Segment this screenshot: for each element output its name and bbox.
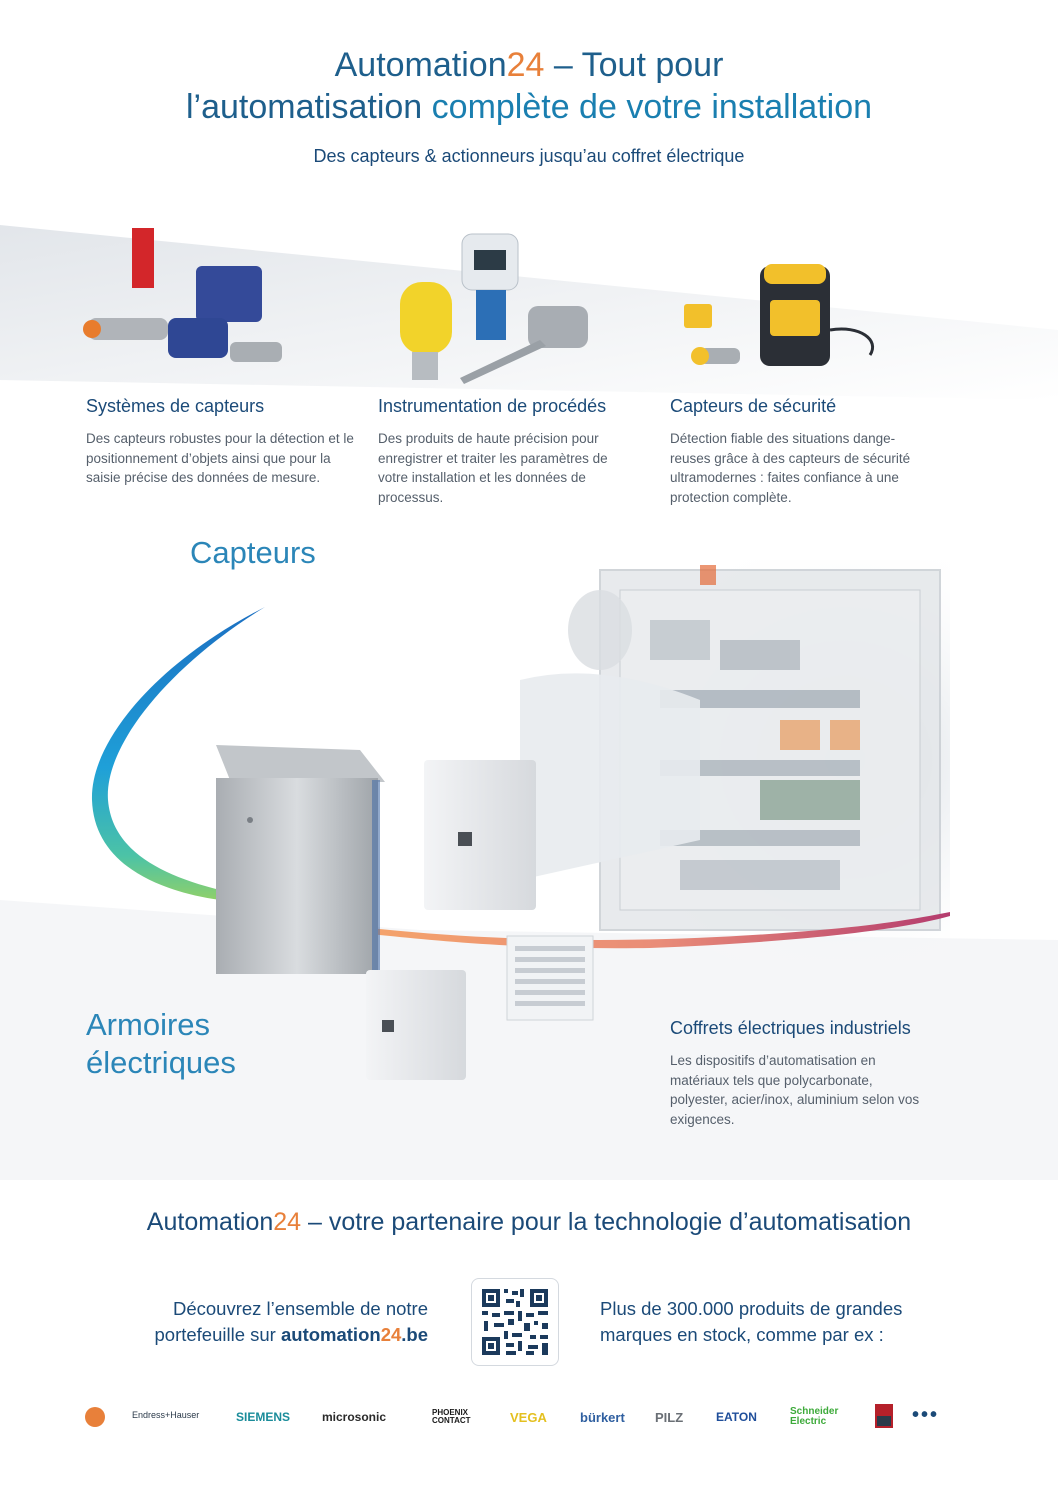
category-title: Coffrets électriques industriels bbox=[670, 1018, 911, 1038]
title-text: – Tout pour bbox=[544, 46, 724, 84]
category-description: Des capteurs robustes pour la détection … bbox=[86, 431, 354, 485]
category-process-instrumentation: Instrumentation de procédés Des produits… bbox=[378, 396, 668, 507]
stock-line1: Plus de 300.000 produits de grandes bbox=[600, 1298, 903, 1319]
brand-logo-endress-hauser: Endress+Hauser bbox=[132, 1410, 200, 1420]
tagline-text: – votre partenaire pour la technologie d… bbox=[301, 1208, 912, 1236]
tagline-brand: Automation bbox=[146, 1208, 274, 1236]
brand-logo-pilz: PILZ bbox=[655, 1410, 684, 1425]
brand-logo-ifm bbox=[84, 1406, 106, 1433]
brand-logo-rittal bbox=[875, 1404, 893, 1433]
page-subtitle: Des capteurs & actionneurs jusqu’au coff… bbox=[313, 146, 745, 166]
brand-logo-burkert: bürkert bbox=[580, 1410, 625, 1425]
category-title: Capteurs de sécurité bbox=[670, 396, 837, 416]
more-brands-indicator: ••• bbox=[912, 1404, 940, 1426]
stock-line2: marques en stock, comme par ex : bbox=[600, 1324, 884, 1345]
title-brand: Automation bbox=[334, 46, 507, 84]
brand-logo-eaton: EATON bbox=[716, 1410, 757, 1424]
discover-line2: portefeuille sur bbox=[154, 1324, 281, 1345]
website-link[interactable]: automation24.be bbox=[280, 1324, 428, 1345]
page-title: Automation24 – Tout pour l’automatisatio… bbox=[0, 44, 1058, 128]
title-line2-start: l’automatisation bbox=[185, 88, 432, 126]
category-safety-sensors: Capteurs de sécurité Détection fiable de… bbox=[670, 396, 960, 507]
tagline-brand-number: 24 bbox=[273, 1208, 302, 1236]
category-title: Instrumentation de procédés bbox=[378, 396, 607, 416]
brand-logos-row: Endress+Hauser SIEMENS microsonic PHOENI… bbox=[80, 1400, 980, 1436]
category-description: Détection fiable des situations dange-re… bbox=[670, 431, 911, 505]
qr-code[interactable] bbox=[471, 1278, 559, 1366]
brand-logo-microsonic: microsonic bbox=[322, 1410, 387, 1424]
ifm-logo-icon bbox=[85, 1407, 105, 1427]
rittal-logo-icon bbox=[875, 1404, 893, 1428]
stock-text: Plus de 300.000 produits de grandes marq… bbox=[600, 1296, 960, 1348]
section-label-line1: Armoires bbox=[86, 1007, 211, 1042]
section-label-line2: électriques bbox=[86, 1045, 236, 1080]
section-label-cabinets: Armoires électriques bbox=[86, 1006, 236, 1082]
title-brand-number: 24 bbox=[506, 46, 545, 84]
partner-tagline: Automation24 – votre partenaire pour la … bbox=[0, 1208, 1058, 1237]
brand-logo-schneider: Schneider Electric bbox=[790, 1406, 839, 1427]
category-description: Les dispositifs d’automatisation en maté… bbox=[670, 1053, 920, 1127]
category-sensor-systems: Systèmes de capteurs Des capteurs robust… bbox=[86, 396, 376, 488]
brand-logo-phoenix-contact: PHOENIX CONTACT bbox=[432, 1408, 471, 1425]
brand-logo-siemens: SIEMENS bbox=[236, 1410, 291, 1424]
qr-code-icon bbox=[482, 1289, 548, 1355]
category-title: Systèmes de capteurs bbox=[86, 396, 265, 416]
category-industrial-enclosures: Coffrets électriques industriels Les dis… bbox=[670, 1018, 950, 1129]
discover-text: Découvrez l’ensemble de notre portefeuil… bbox=[68, 1296, 429, 1348]
brand-logo-vega: VEGA bbox=[510, 1410, 547, 1425]
section-label-sensors: Capteurs bbox=[190, 535, 316, 570]
category-description: Des produits de haute précision pour enr… bbox=[378, 431, 608, 505]
discover-line1: Découvrez l’ensemble de notre bbox=[172, 1298, 428, 1319]
title-line2-end: complète de votre installation bbox=[431, 88, 873, 126]
